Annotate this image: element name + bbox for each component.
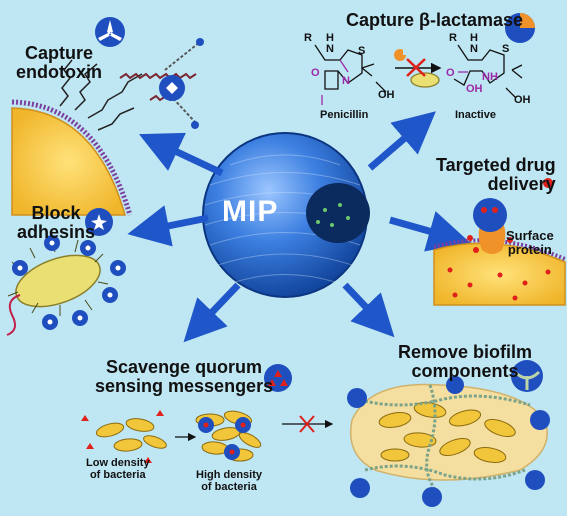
adhesins-title: Block adhesins bbox=[17, 203, 96, 242]
biofilm-panel bbox=[347, 360, 550, 507]
imprinted-cavity bbox=[306, 183, 370, 243]
adhesins-panel bbox=[6, 208, 126, 336]
beta-lactamase-title: Capture β-lactamase bbox=[346, 10, 524, 30]
high-density-label: High density of bacteria bbox=[196, 469, 263, 493]
endotoxin-panel bbox=[11, 17, 204, 216]
low-density-bacteria bbox=[95, 418, 167, 452]
quorum-panel bbox=[81, 364, 334, 463]
arrow-to-adhesins bbox=[127, 205, 209, 247]
chem-r-1: R bbox=[304, 32, 312, 44]
arrow-to-quorum bbox=[183, 282, 241, 343]
chem-n-1: N bbox=[326, 43, 334, 55]
arrow-to-beta-lactamase bbox=[367, 111, 436, 171]
chem-h-1: H bbox=[326, 32, 334, 44]
drug-delivery-title: Targeted drug delivery bbox=[436, 155, 556, 194]
inactive-label: Inactive bbox=[455, 109, 496, 121]
mip-sphere bbox=[202, 132, 370, 298]
chem-r-2: R bbox=[449, 32, 457, 44]
penicillin-label: Penicillin bbox=[320, 109, 369, 121]
chem-oh-2: OH bbox=[466, 83, 483, 95]
chem-nh: NH bbox=[482, 71, 498, 83]
endotoxin-title: Capture endotoxin bbox=[16, 43, 102, 82]
chem-s-1: S bbox=[358, 45, 366, 57]
mip-drug-carrier bbox=[473, 198, 507, 232]
chem-n-2: N bbox=[342, 75, 350, 87]
drug-dot-icon bbox=[543, 178, 553, 188]
chem-h-2: H bbox=[470, 32, 478, 44]
arrows bbox=[127, 111, 471, 343]
arrow-to-biofilm bbox=[342, 282, 395, 338]
bacterial-membrane bbox=[11, 107, 126, 216]
chem-o-1: O bbox=[311, 67, 320, 79]
bacterium bbox=[15, 254, 101, 308]
chem-oh-3: OH bbox=[514, 94, 531, 106]
biofilm-title: Remove biofilm components bbox=[398, 342, 533, 381]
chem-s-2: S bbox=[502, 43, 510, 55]
chem-o-2: O bbox=[446, 67, 455, 79]
arrow-to-drug-delivery bbox=[389, 211, 471, 252]
quorum-title: Scavenge quorum sensing messengers bbox=[95, 357, 274, 396]
arrow-to-endotoxin bbox=[138, 132, 224, 177]
chem-oh-1: OH bbox=[378, 89, 395, 101]
drug-delivery-panel bbox=[433, 178, 566, 306]
chem-n-3: N bbox=[470, 43, 478, 55]
endotoxin-chains bbox=[59, 59, 143, 131]
mip-label: MIP bbox=[222, 195, 279, 228]
surface-protein-label: Surface protein bbox=[506, 228, 554, 257]
low-density-label: Low density of bacteria bbox=[86, 457, 150, 481]
beta-lactamase-panel bbox=[314, 13, 535, 105]
